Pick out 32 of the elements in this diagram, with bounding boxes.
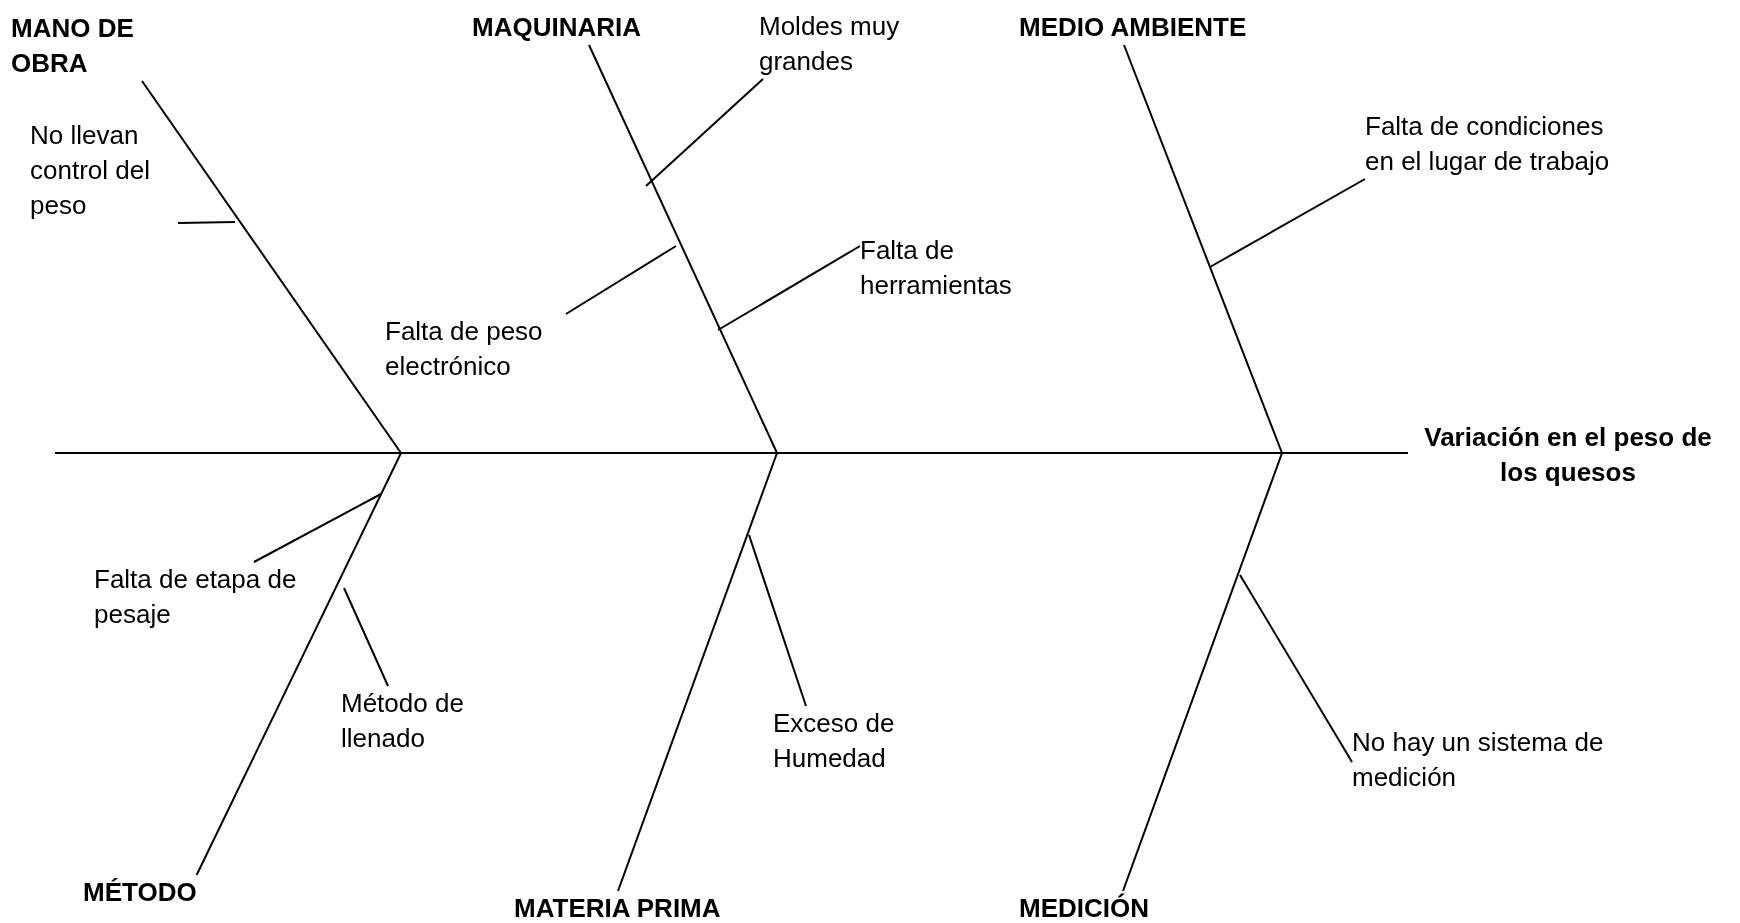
- bone-line: [588, 44, 778, 454]
- bone-line: [617, 452, 778, 892]
- category-label: MANO DE OBRA: [11, 11, 176, 81]
- bone-line: [141, 80, 402, 454]
- bone-line: [1122, 452, 1283, 892]
- cause-line: [748, 534, 807, 707]
- cause-line: [717, 245, 861, 331]
- category-label: MEDICIÓN: [1019, 891, 1149, 923]
- cause-line: [253, 493, 382, 563]
- effect-label: Variación en el peso de los quesos: [1408, 420, 1728, 490]
- cause-line: [177, 221, 236, 224]
- cause-label: Falta de condiciones en el lugar de trabajo: [1365, 109, 1625, 179]
- bone-line: [1123, 44, 1283, 454]
- cause-label: Falta de etapa de pesaje: [94, 562, 309, 632]
- cause-line: [1239, 574, 1353, 763]
- cause-label: No hay un sistema de medición: [1352, 725, 1620, 795]
- category-label: MATERIA PRIMA: [514, 891, 721, 923]
- cause-line: [1209, 178, 1366, 268]
- cause-line: [645, 78, 764, 187]
- category-label: MEDIO AMBIENTE: [1019, 10, 1247, 45]
- category-label: MÉTODO: [83, 875, 197, 910]
- cause-label: Método de llenado: [341, 686, 501, 756]
- category-label: MAQUINARIA: [472, 10, 641, 45]
- cause-line: [565, 245, 677, 315]
- cause-label: No llevan control del peso: [30, 118, 190, 223]
- spine-line: [54, 452, 1409, 454]
- bone-line: [195, 452, 402, 876]
- cause-label: Falta de herramientas: [860, 233, 1060, 303]
- cause-line: [343, 587, 389, 687]
- cause-label: Exceso de Humedad: [773, 706, 933, 776]
- cause-label: Falta de peso electrónico: [385, 314, 585, 384]
- cause-label: Moldes muy grandes: [759, 9, 939, 79]
